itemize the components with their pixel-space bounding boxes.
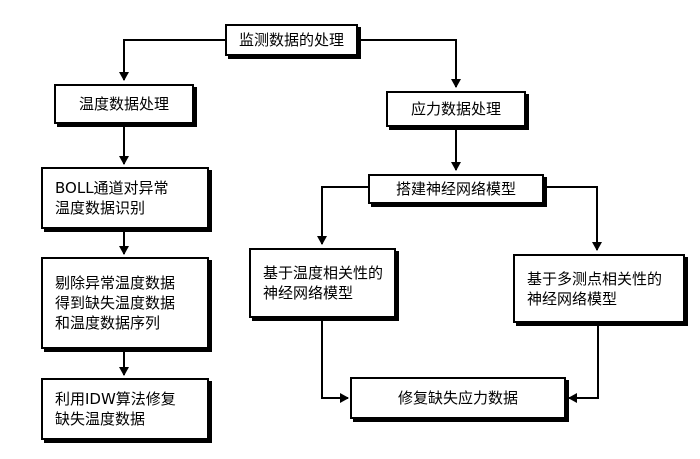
node-repair-stress-data-label: 修复缺失应力数据	[397, 389, 518, 407]
arrow-multi-point-to-result	[568, 323, 599, 403]
node-idw-repair: 利用IDW算法修复 缺失温度数据	[41, 378, 209, 440]
node-boll-identification-label: BOLL通道对异常 温度数据识别	[55, 179, 169, 217]
node-build-nn-model: 搭建神经网络模型	[368, 174, 544, 204]
node-temperature-correlation-model-label: 基于温度相关性的 神经网络模型	[263, 264, 384, 302]
arrow-root-to-stress	[357, 39, 461, 88]
node-multi-point-correlation-model-label: 基于多测点相关性的 神经网络模型	[527, 269, 663, 308]
node-remove-anomalies: 剔除异常温度数据 得到缺失温度数据 和温度数据序列	[41, 257, 209, 349]
node-temperature-processing: 温度数据处理	[54, 84, 194, 124]
node-root-label: 监测数据的处理	[238, 31, 344, 49]
node-stress-processing: 应力数据处理	[386, 91, 526, 127]
node-multi-point-correlation-model: 基于多测点相关性的 神经网络模型	[513, 254, 685, 323]
node-stress-processing-label: 应力数据处理	[410, 100, 501, 118]
node-temperature-correlation-model: 基于温度相关性的 神经网络模型	[249, 248, 396, 318]
node-boll-identification: BOLL通道对异常 温度数据识别	[41, 167, 209, 229]
node-temperature-processing-label: 温度数据处理	[78, 95, 169, 113]
node-remove-anomalies-label: 剔除异常温度数据 得到缺失温度数据 和温度数据序列	[55, 274, 176, 332]
node-idw-repair-label: 利用IDW算法修复 缺失温度数据	[55, 390, 176, 428]
arrow-root-to-temperature	[119, 39, 225, 81]
node-build-nn-model-label: 搭建神经网络模型	[395, 180, 516, 198]
arrow-model-to-multi-point	[544, 186, 602, 251]
node-repair-stress-data: 修复缺失应力数据	[350, 377, 566, 419]
arrow-temp-corr-to-result	[321, 318, 349, 403]
node-root: 监测数据的处理	[225, 24, 358, 56]
arrow-model-to-temp-corr	[317, 186, 368, 245]
